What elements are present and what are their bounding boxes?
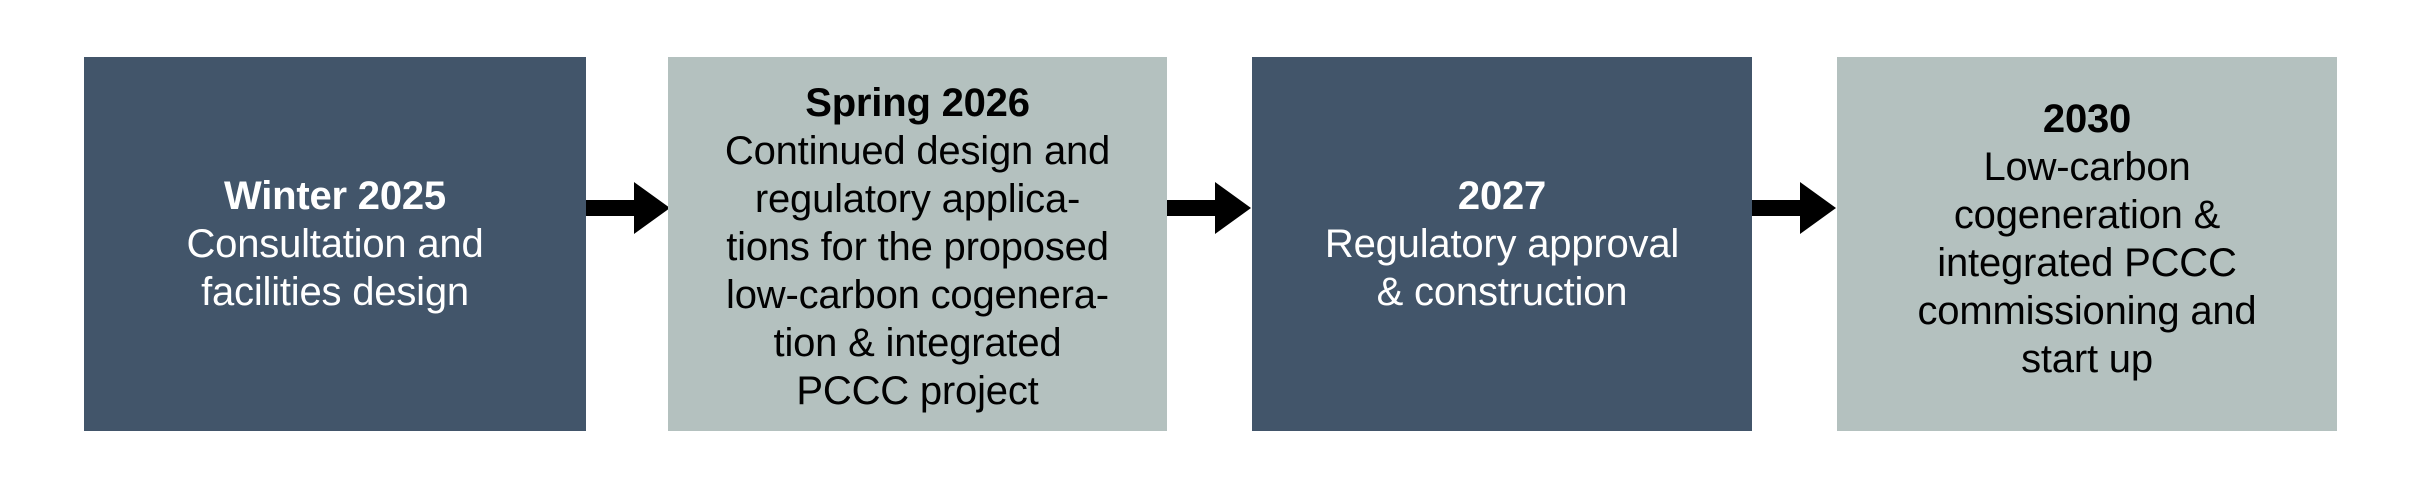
stage-body-line: tions for the proposed [726,225,1109,269]
stage-body-line: Consultation and [186,222,484,266]
stage-title: Winter 2025 [224,174,446,218]
stage-body-line: & construction [1376,270,1628,314]
arrow-right-icon [1167,182,1251,234]
stage-body: Consultation and facilities design [186,220,483,316]
timeline-stage-2027: 2027 Regulatory approval & construction [1252,57,1752,431]
stage-body: Regulatory approval & construction [1325,220,1679,316]
arrow-right-icon [586,182,670,234]
stage-body-line: start up [2021,337,2153,381]
stage-body-line: Regulatory approval [1324,222,1680,266]
stage-body-line: cogeneration & [1953,193,2221,237]
stage-body-line: Low-carbon [1983,145,2191,189]
stage-body-line: low-carbon cogenera- [726,273,1109,317]
stage-title: 2030 [2042,97,2132,141]
stage-body-line: facilities design [201,270,469,314]
timeline-stage-winter-2025: Winter 2025 Consultation and facilities … [84,57,586,431]
stage-body: Low-carbon cogeneration & integrated PCC… [1918,143,2257,383]
timeline-stage-spring-2026: Spring 2026 Continued design and regulat… [668,57,1167,431]
stage-body-line: Continued design and [724,129,1111,173]
arrow-right-icon [1752,182,1836,234]
stage-body-line: PCCC project [796,369,1039,413]
stage-title: Spring 2026 [805,81,1030,125]
timeline-stage-2030: 2030 Low-carbon cogeneration & integrate… [1837,57,2337,431]
stage-title: 2027 [1457,174,1547,218]
stage-body-line: regulatory applica- [754,177,1081,221]
stage-body: Continued design and regulatory applica-… [725,127,1110,415]
stage-body-line: integrated PCCC [1937,241,2237,285]
stage-body-line: tion & integrated [773,321,1062,365]
stage-body-line: commissioning and [1917,289,2257,333]
